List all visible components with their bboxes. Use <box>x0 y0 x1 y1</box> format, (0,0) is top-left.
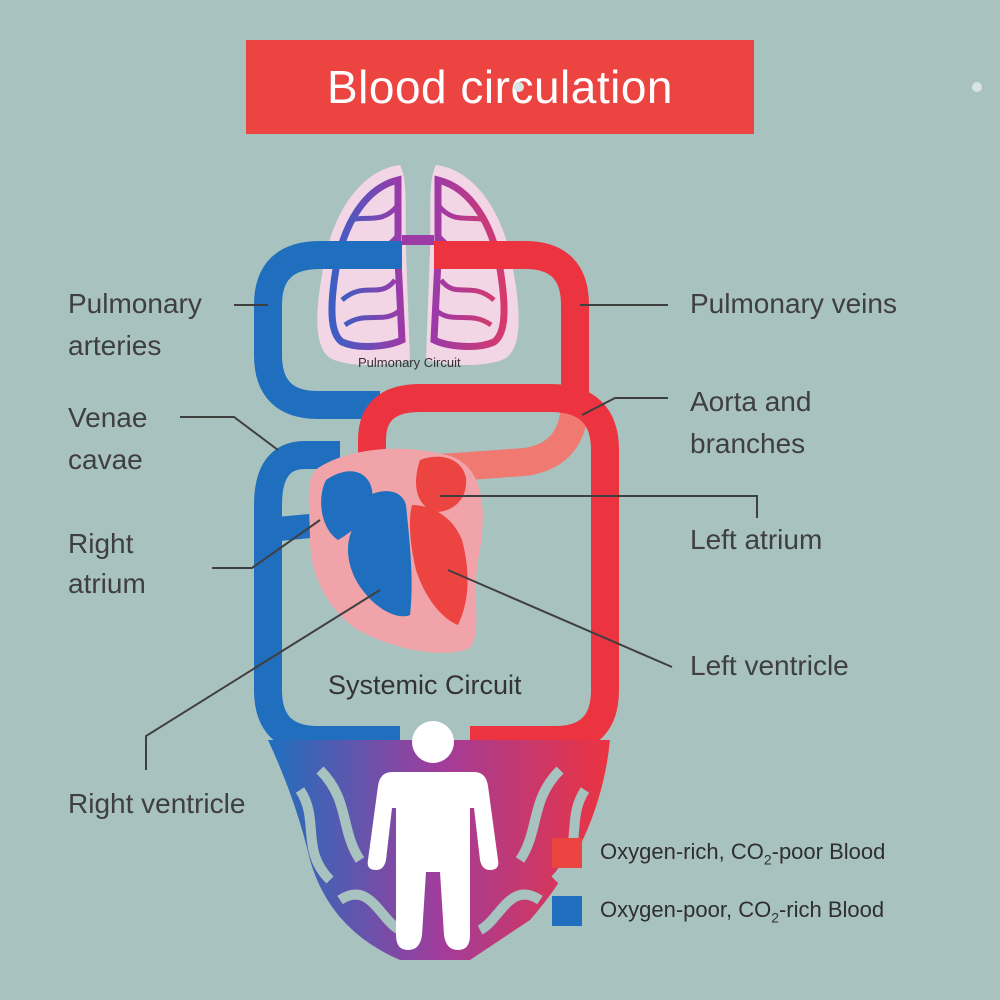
title-dot-left <box>514 82 524 92</box>
pulmonary-arteries-vessel <box>254 241 402 419</box>
heart-icon <box>308 448 483 653</box>
page-title: Blood circulation <box>326 61 674 113</box>
label-pulmonary-veins: Pulmonary veins <box>690 288 897 319</box>
venae-cavae-vessel <box>254 441 400 754</box>
label-right-ventricle: Right ventricle <box>68 788 246 819</box>
label-venae-cavae-line2: cavae <box>68 444 143 475</box>
legend-item-oxygen-rich: Oxygen-rich, CO2-poor Blood <box>552 838 885 868</box>
title-dot-right <box>972 82 982 92</box>
label-venae-cavae-line1: Venae <box>68 402 148 433</box>
label-left-atrium: Left atrium <box>690 524 823 555</box>
legend-label-oxygen-poor: Oxygen-poor, CO2-rich Blood <box>600 896 885 926</box>
pulmonary-circuit-label: Pulmonary Circuit <box>358 355 461 370</box>
pulmonary-veins-vessel <box>434 241 589 400</box>
systemic-circuit-label: Systemic Circuit <box>328 670 522 700</box>
legend-label-oxygen-rich: Oxygen-rich, CO2-poor Blood <box>600 838 886 868</box>
legend-swatch-oxygen-poor <box>552 896 582 926</box>
label-pulmonary-arteries-line2: arteries <box>68 330 162 361</box>
person-icon <box>367 721 499 950</box>
label-aorta-line2: branches <box>690 428 806 459</box>
label-pulmonary-arteries-line1: Pulmonary <box>68 288 202 319</box>
label-left-ventricle: Left ventricle <box>690 650 849 681</box>
label-right-atrium-line1: Right <box>68 528 134 559</box>
label-right-atrium-line2: atrium <box>68 568 146 599</box>
title-banner: Blood circulation <box>246 40 982 134</box>
legend-item-oxygen-poor: Oxygen-poor, CO2-rich Blood <box>552 896 884 926</box>
leader-lines <box>145 304 758 770</box>
legend-swatch-oxygen-rich <box>552 838 582 868</box>
label-aorta-line1: Aorta and <box>690 386 812 417</box>
